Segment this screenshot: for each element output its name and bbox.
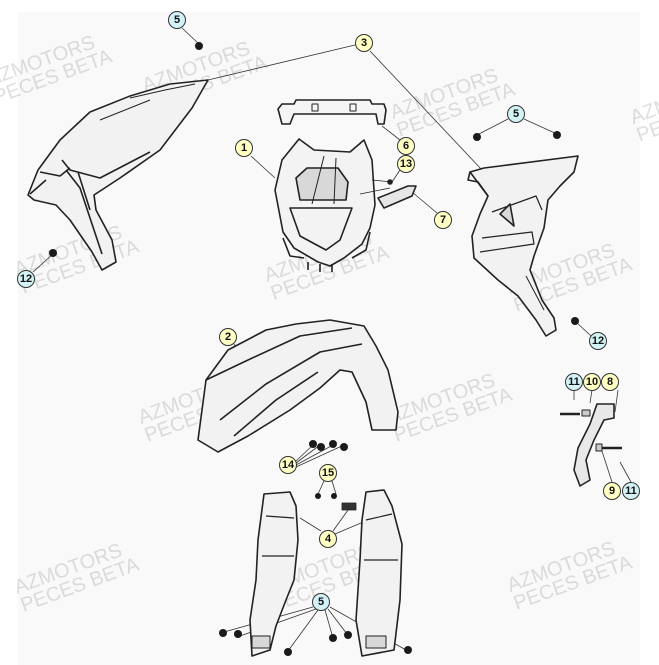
callout-7[interactable]: 7 (434, 211, 452, 229)
callout-13[interactable]: 13 (397, 155, 415, 173)
brake-hose-guide (560, 403, 622, 487)
callout-11-top[interactable]: 11 (565, 373, 583, 391)
callout-12-left[interactable]: 12 (17, 270, 35, 288)
callout-1[interactable]: 1 (235, 139, 253, 157)
callout-8[interactable]: 8 (601, 373, 619, 391)
front-fender (197, 319, 399, 453)
fasteners (49, 42, 579, 656)
callout-5-top[interactable]: 5 (168, 11, 186, 29)
callout-6[interactable]: 6 (397, 137, 415, 155)
callout-5-bottom[interactable]: 5 (312, 593, 330, 611)
callout-11-bottom[interactable]: 11 (622, 482, 640, 500)
callout-4[interactable]: 4 (319, 530, 337, 548)
fork-guard-right (341, 489, 403, 657)
callout-9[interactable]: 9 (603, 482, 621, 500)
callout-12-right[interactable]: 12 (589, 332, 607, 350)
callout-15[interactable]: 15 (319, 464, 337, 482)
callout-2[interactable]: 2 (219, 328, 237, 346)
left-radiator-shroud (27, 79, 209, 271)
headlight-strap (277, 99, 387, 125)
fork-guard-left (249, 491, 299, 657)
bracket-cover (359, 179, 417, 209)
callout-3[interactable]: 3 (355, 34, 373, 52)
callout-5-right[interactable]: 5 (507, 105, 525, 123)
callout-14[interactable]: 14 (279, 456, 297, 474)
right-radiator-shroud (467, 155, 579, 337)
headlight-mask (274, 138, 376, 272)
callout-10[interactable]: 10 (583, 373, 601, 391)
